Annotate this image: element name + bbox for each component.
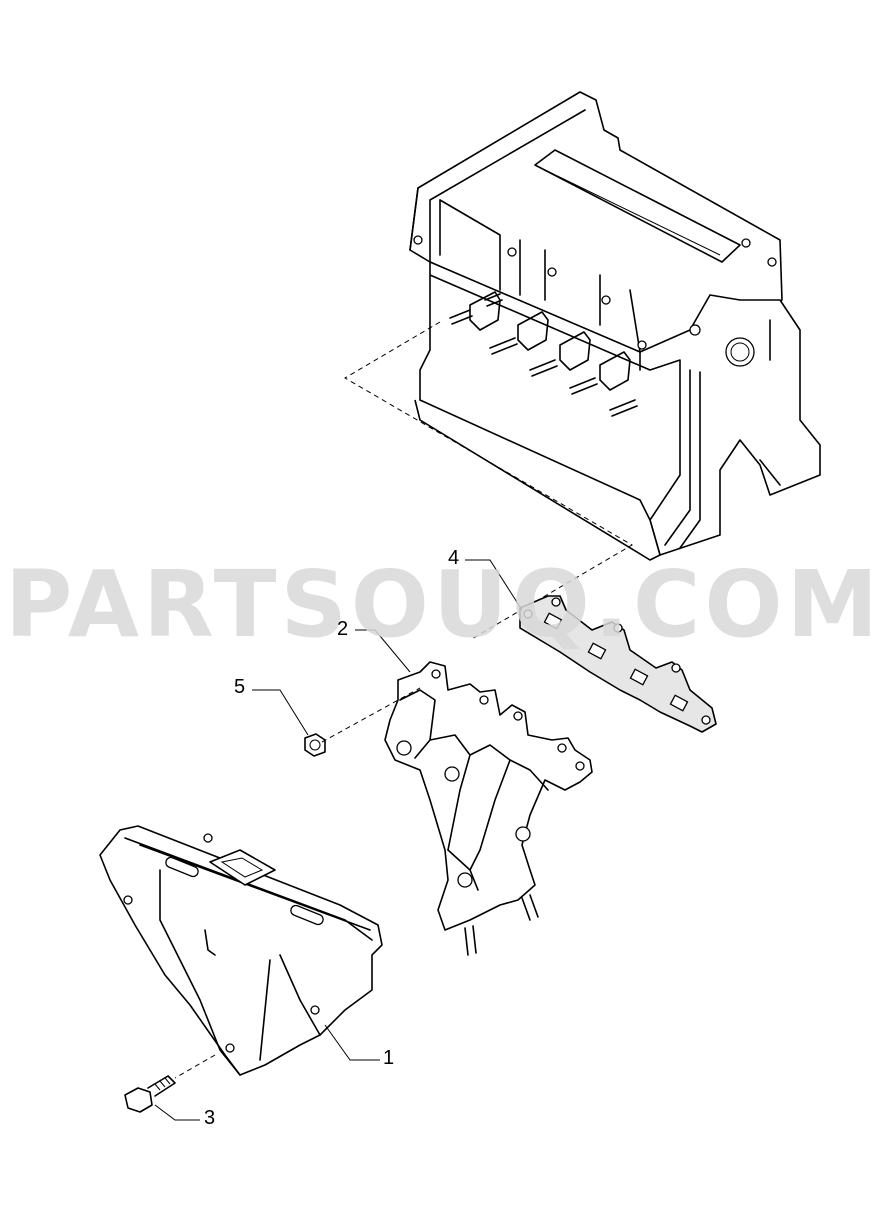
heat-shield — [99, 825, 383, 1079]
nut — [304, 687, 421, 757]
callout-leaders — [154, 559, 523, 1121]
exhaust-manifold — [384, 661, 593, 956]
callout-5: 5 — [234, 676, 246, 698]
callout-4: 4 — [448, 547, 460, 569]
callout-2: 2 — [337, 618, 349, 640]
bolt — [124, 1075, 176, 1113]
exhaust-manifold-gasket — [519, 595, 717, 733]
callout-1: 1 — [383, 1047, 395, 1069]
callout-3: 3 — [204, 1107, 216, 1129]
engine-cylinder-head — [344, 91, 821, 641]
